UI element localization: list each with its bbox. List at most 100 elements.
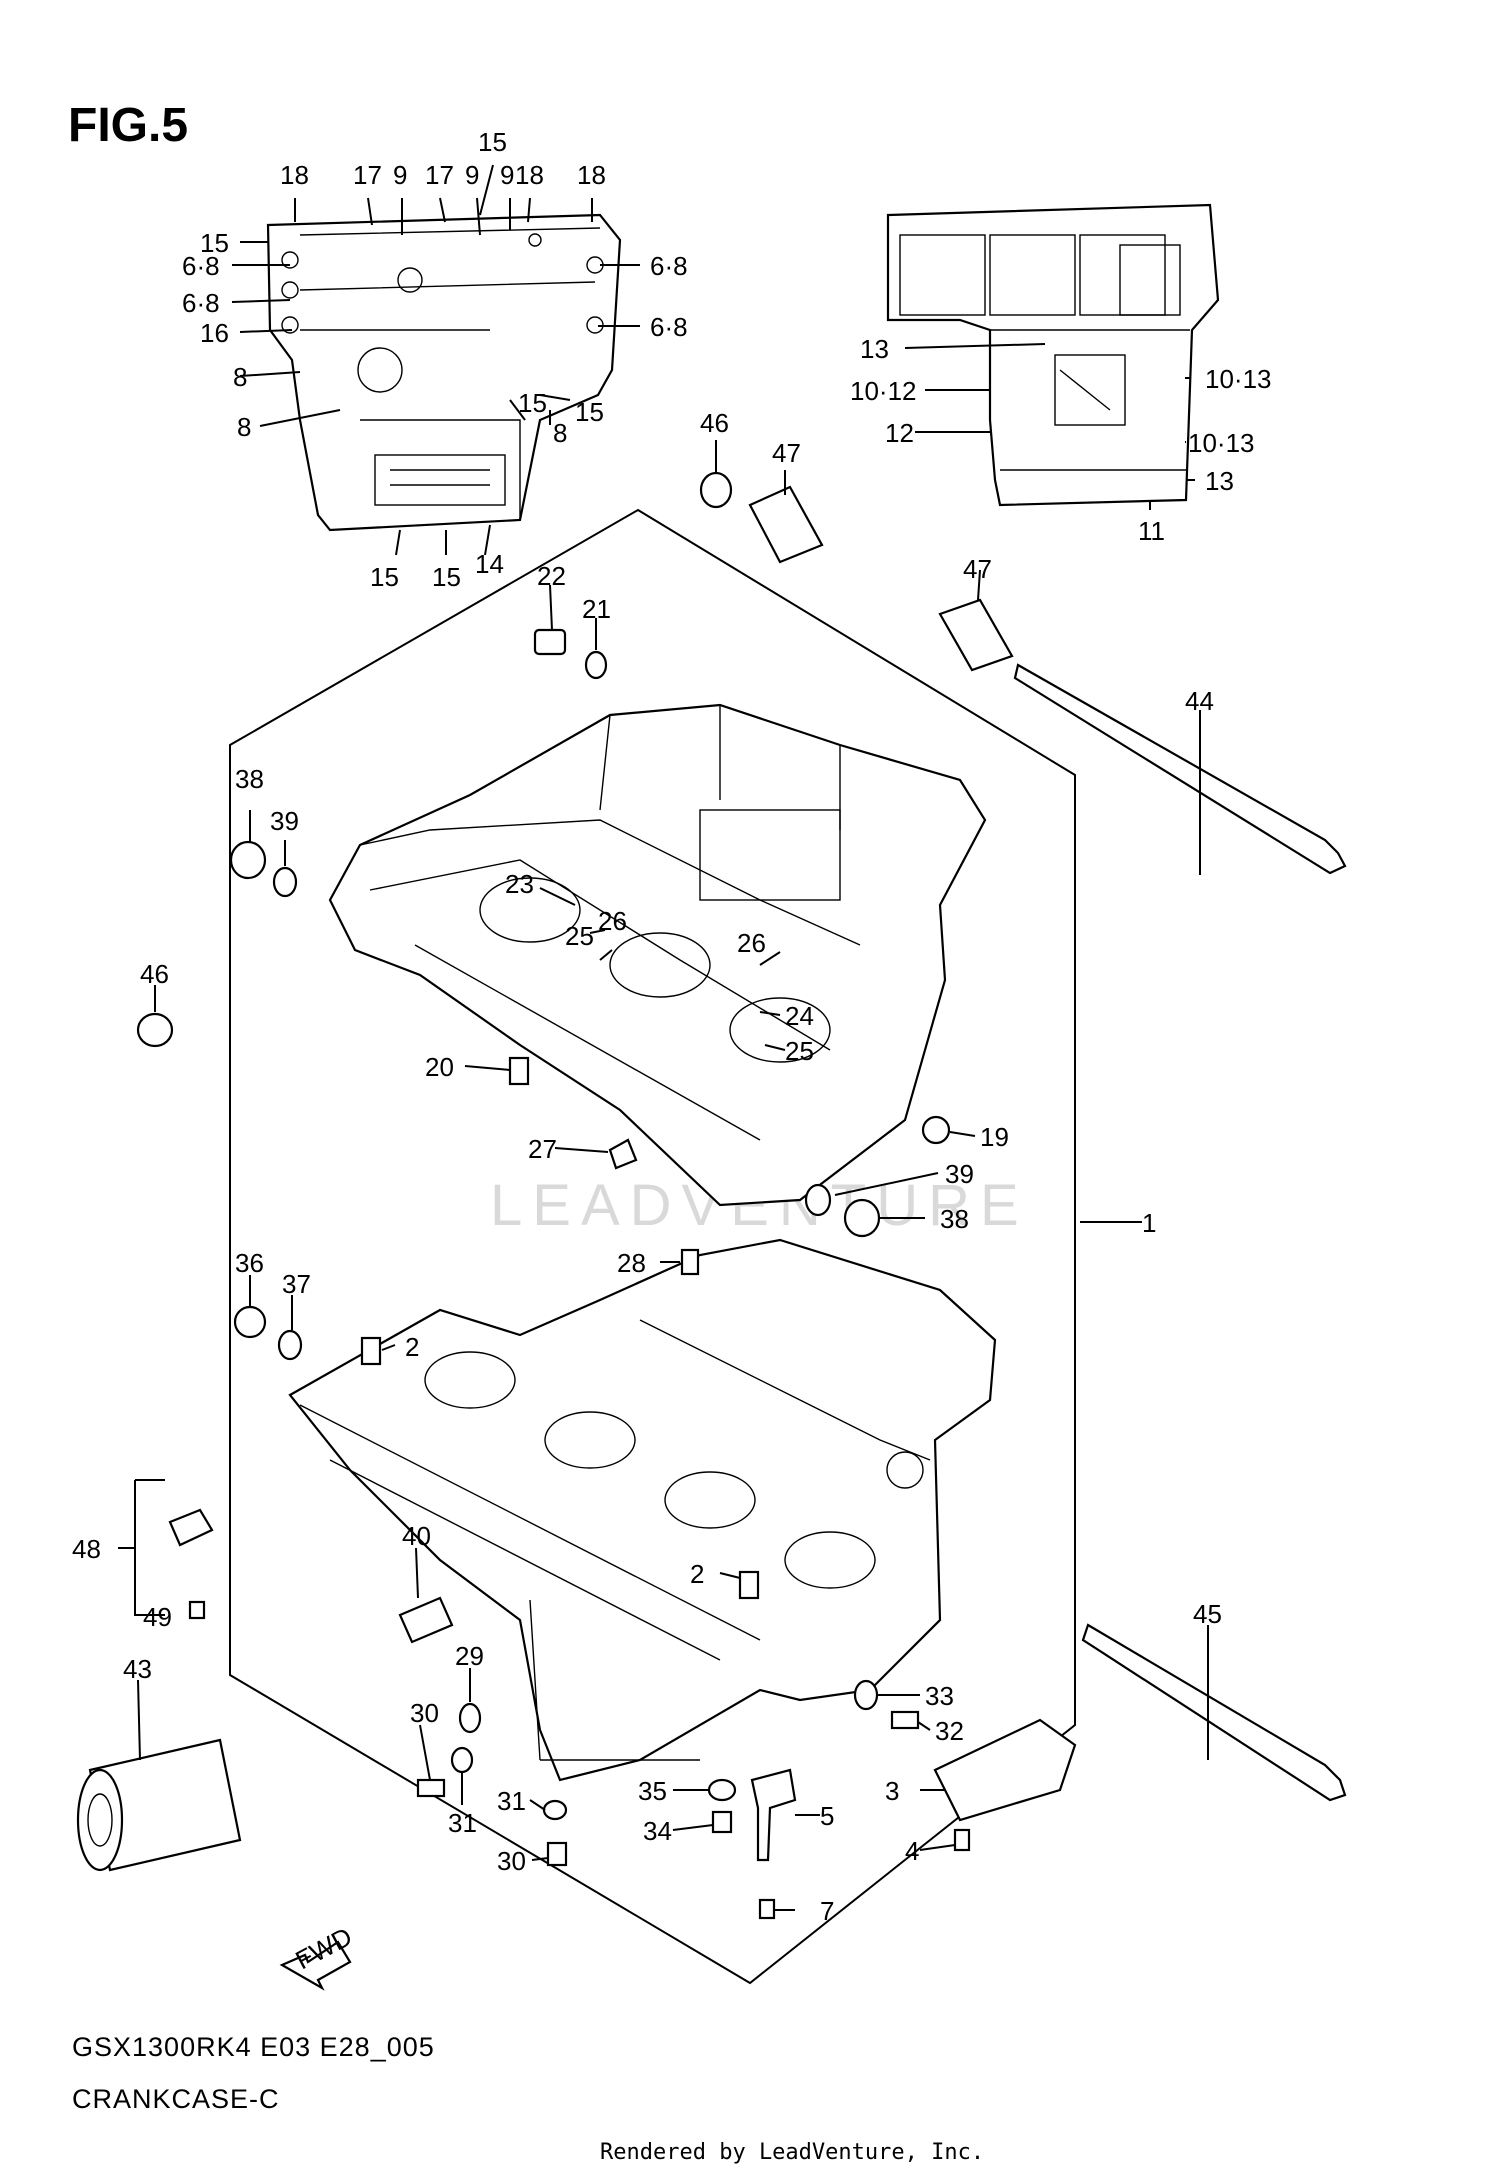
part-47-top: [748, 485, 824, 564]
part-36: [233, 1305, 267, 1339]
callout-label: 25: [565, 921, 594, 951]
render-credit: Rendered by LeadVenture, Inc.: [600, 2140, 985, 2165]
part-34: [711, 1810, 733, 1834]
part-37: [277, 1329, 303, 1361]
callout-label: 25: [785, 1036, 814, 1066]
callout-label: 5: [820, 1801, 834, 1831]
callout-label: 6·8: [650, 312, 688, 342]
assembly-boundary-frame: [229, 508, 1076, 1985]
callout-label: 27: [528, 1134, 557, 1164]
part-46-left: [136, 1012, 174, 1048]
part-2-lower: [738, 1570, 760, 1600]
callout-label: 23: [505, 869, 534, 899]
callout-label: 9: [500, 160, 514, 190]
diagram-name: CRANKCASE-C: [72, 2084, 280, 2114]
small-parts: [76, 471, 1347, 1991]
part-3: [933, 1718, 1077, 1822]
callout-label: 20: [425, 1052, 454, 1082]
callout-label: 18: [280, 160, 309, 190]
part-39-left: [272, 866, 298, 898]
part-49: [188, 1600, 206, 1620]
callout-label: 10·13: [1205, 364, 1272, 394]
part-38-right: [843, 1198, 881, 1238]
callout-label: 8: [237, 412, 251, 442]
callout-label: 15: [370, 562, 399, 592]
part-47-mid: [938, 598, 1014, 672]
part-48: [168, 1508, 214, 1547]
callout-label: 45: [1193, 1599, 1222, 1629]
callout-label: 34: [643, 1816, 672, 1846]
callout-label: 17: [425, 160, 454, 190]
callout-label: 26: [598, 906, 627, 936]
part-2-upper: [360, 1336, 382, 1366]
part-38-left: [229, 840, 267, 880]
part-4: [953, 1828, 971, 1852]
inset-lower-case: [266, 213, 622, 532]
upper-crankcase: [328, 703, 987, 1207]
callout-label: 6·8: [650, 251, 688, 281]
callout-label: 2: [405, 1332, 419, 1362]
part-40: [398, 1596, 454, 1644]
callout-label: 3: [885, 1776, 899, 1806]
callout-label: 37: [282, 1269, 311, 1299]
callout-label: 18: [515, 160, 544, 190]
callout-label: 14: [475, 549, 504, 579]
part-22: [533, 628, 567, 656]
callout-label: 15: [432, 562, 461, 592]
callout-label: 8: [553, 418, 567, 448]
callout-label: 46: [140, 959, 169, 989]
part-19: [921, 1115, 951, 1145]
callout-label: 38: [940, 1204, 969, 1234]
callout-label: 30: [497, 1846, 526, 1876]
part-39-right: [804, 1183, 832, 1217]
part-20: [508, 1056, 530, 1086]
callout-label: 7: [820, 1896, 834, 1926]
part-28: [680, 1248, 700, 1276]
part-5: [750, 1768, 797, 1862]
callout-label: 15: [518, 388, 547, 418]
callout-label: 30: [410, 1698, 439, 1728]
callout-label: 11: [1138, 516, 1165, 546]
callout-label: 18: [577, 160, 606, 190]
callout-label: 39: [270, 806, 299, 836]
callout-label: 32: [935, 1716, 964, 1746]
callout-label: 15: [478, 127, 507, 157]
callout-label: 13: [860, 334, 889, 364]
callout-label: 22: [537, 561, 566, 591]
callout-label: 15: [200, 228, 229, 258]
callout-label: 28: [617, 1248, 646, 1278]
callout-label: 10·12: [850, 376, 917, 406]
part-45-bolt: [1081, 1623, 1347, 1802]
part-44-bolt: [1013, 663, 1347, 875]
part-35: [707, 1778, 737, 1802]
callout-label: 38: [235, 764, 264, 794]
callout-label: 1: [1142, 1208, 1156, 1238]
part-29: [458, 1702, 482, 1734]
callout-label: 2: [690, 1559, 704, 1589]
fwd-arrow-icon: [279, 1940, 352, 1991]
callout-label: 17: [353, 160, 382, 190]
callout-labels: 18 17 9 17 9 15 9 18 18 15 6·8 6·8 16 8 …: [72, 127, 1272, 1975]
part-31-left: [450, 1746, 474, 1774]
callout-label: 19: [980, 1122, 1009, 1152]
callout-label: 47: [772, 438, 801, 468]
callout-label: 6·8: [182, 251, 220, 281]
callout-label: 35: [638, 1776, 667, 1806]
part-30-right: [546, 1841, 568, 1867]
callout-label: 44: [1185, 686, 1214, 716]
part-7: [758, 1898, 776, 1920]
callout-label: 4: [905, 1836, 919, 1866]
callout-label: 26: [737, 928, 766, 958]
callout-label: 39: [945, 1159, 974, 1189]
lower-crankcase: [288, 1238, 997, 1782]
callout-label: 8: [233, 362, 247, 392]
callout-label: 48: [72, 1534, 101, 1564]
callout-label: 49: [143, 1602, 172, 1632]
leader-lines: [118, 164, 1209, 1911]
part-30-left: [416, 1778, 446, 1798]
callout-label: 12: [885, 418, 914, 448]
callout-label: 10·13: [1188, 428, 1255, 458]
callout-label: 47: [963, 554, 992, 584]
part-33: [853, 1679, 879, 1711]
